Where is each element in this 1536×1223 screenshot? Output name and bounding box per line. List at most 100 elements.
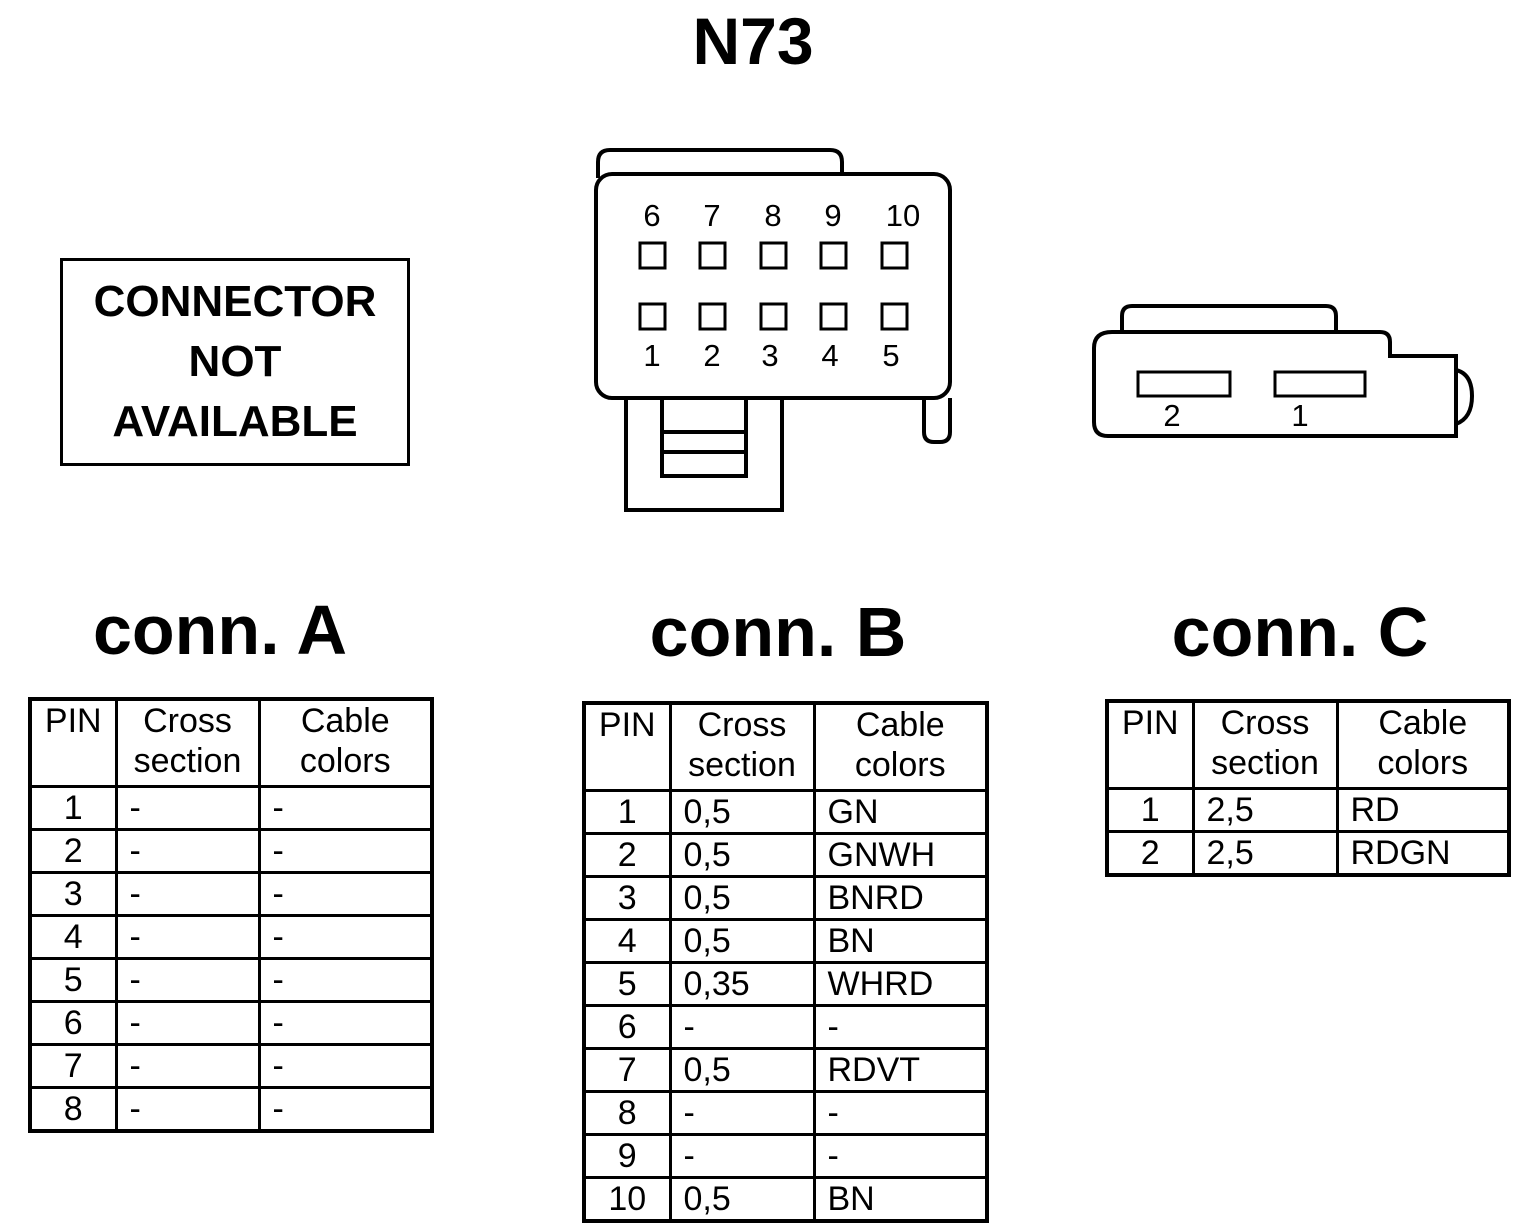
pin-square (819, 302, 848, 331)
connector-c-latch (1120, 304, 1338, 332)
cell-pin: 2 (1105, 830, 1195, 877)
page-title: N73 (692, 4, 814, 78)
cell-cable-color: BNRD (812, 875, 989, 921)
table-row: 5-- (28, 957, 434, 1003)
conn-a-title: conn. A (92, 591, 348, 669)
cell-cable-color: - (257, 957, 434, 1003)
cell-cable-color: GNWH (812, 832, 989, 878)
cell-pin: 2 (582, 832, 672, 878)
cell-pin: 8 (28, 1086, 118, 1133)
cell-cable-color: - (257, 1086, 434, 1133)
table-row: 9-- (582, 1133, 989, 1179)
table-row: 4-- (28, 914, 434, 960)
cell-cable-color: - (257, 871, 434, 917)
conn-c-title: conn. C (1171, 593, 1429, 671)
connector-b-stem-window (660, 396, 748, 478)
cell-pin: 5 (582, 961, 672, 1007)
cell-cable-color: WHRD (812, 961, 989, 1007)
connector-b-latch (596, 148, 844, 178)
cell-pin: 5 (28, 957, 118, 1003)
table-row: 2-- (28, 828, 434, 874)
pin-label: 2 (703, 338, 720, 373)
connector-b-body (594, 172, 952, 400)
cell-cross-section: - (114, 828, 261, 874)
cell-cable-color: - (812, 1133, 989, 1179)
cell-cable-color: BN (812, 918, 989, 964)
conn-b-title: conn. B (649, 593, 907, 671)
cell-cross-section: 0,5 (668, 875, 816, 921)
cell-pin: 3 (582, 875, 672, 921)
not-available-line: CONNECTOR (93, 277, 377, 326)
cell-pin: 1 (1105, 787, 1195, 833)
cell-pin: 2 (28, 828, 118, 874)
cell-cross-section: - (668, 1004, 816, 1050)
table-row: 8-- (582, 1090, 989, 1136)
table-row: 3-- (28, 871, 434, 917)
cell-cross-section: - (668, 1133, 816, 1179)
cell-cross-section: - (114, 1043, 261, 1089)
cell-cross-section: - (114, 957, 261, 1003)
cell-cable-color: - (257, 1000, 434, 1046)
pin-label: 7 (703, 198, 720, 233)
cell-pin: 4 (28, 914, 118, 960)
pin-label: 4 (821, 338, 838, 373)
header-pin: PIN (28, 697, 118, 788)
table-row: 7-- (28, 1043, 434, 1089)
pin-square (698, 302, 727, 331)
header-pin: PIN (582, 701, 672, 792)
pin-label: 8 (764, 198, 781, 233)
cell-cable-color: - (812, 1090, 989, 1136)
connector-c-side-bump (1455, 368, 1475, 426)
pin-label: 1 (1291, 398, 1308, 433)
table-row: 6-- (582, 1004, 989, 1050)
cell-cross-section: 0,5 (668, 1047, 816, 1093)
pin-label: 9 (824, 198, 841, 233)
pin-slot (1273, 370, 1367, 398)
cell-cross-section: 2,5 (1191, 830, 1339, 877)
cell-cable-color: - (257, 828, 434, 874)
cell-cable-color: BN (812, 1176, 989, 1223)
cell-pin: 6 (582, 1004, 672, 1050)
table-row: 8-- (28, 1086, 434, 1133)
not-available-line: NOT (188, 337, 282, 386)
pin-label: 3 (761, 338, 778, 373)
pin-label: 1 (643, 338, 660, 373)
cell-cable-color: - (257, 1043, 434, 1089)
cell-cross-section: - (114, 914, 261, 960)
pin-slot (1136, 370, 1232, 398)
cell-cross-section: - (114, 1086, 261, 1133)
cell-pin: 3 (28, 871, 118, 917)
cell-pin: 1 (582, 789, 672, 835)
pin-label: 6 (643, 198, 660, 233)
cell-cable-color: - (812, 1004, 989, 1050)
pin-square (638, 241, 667, 270)
pin-square (638, 302, 667, 331)
cell-pin: 6 (28, 1000, 118, 1046)
connector-not-available-box: CONNECTOR NOT AVAILABLE (60, 258, 410, 466)
cell-cable-color: RDGN (1335, 830, 1511, 877)
cell-cross-section: - (668, 1090, 816, 1136)
cell-cross-section: 0,5 (668, 1176, 816, 1223)
pin-label: 10 (886, 198, 920, 233)
table-row: 6-- (28, 1000, 434, 1046)
cell-cross-section: - (114, 871, 261, 917)
pin-label: 2 (1163, 398, 1180, 433)
cell-cable-color: - (257, 914, 434, 960)
cell-cross-section: - (114, 785, 261, 831)
